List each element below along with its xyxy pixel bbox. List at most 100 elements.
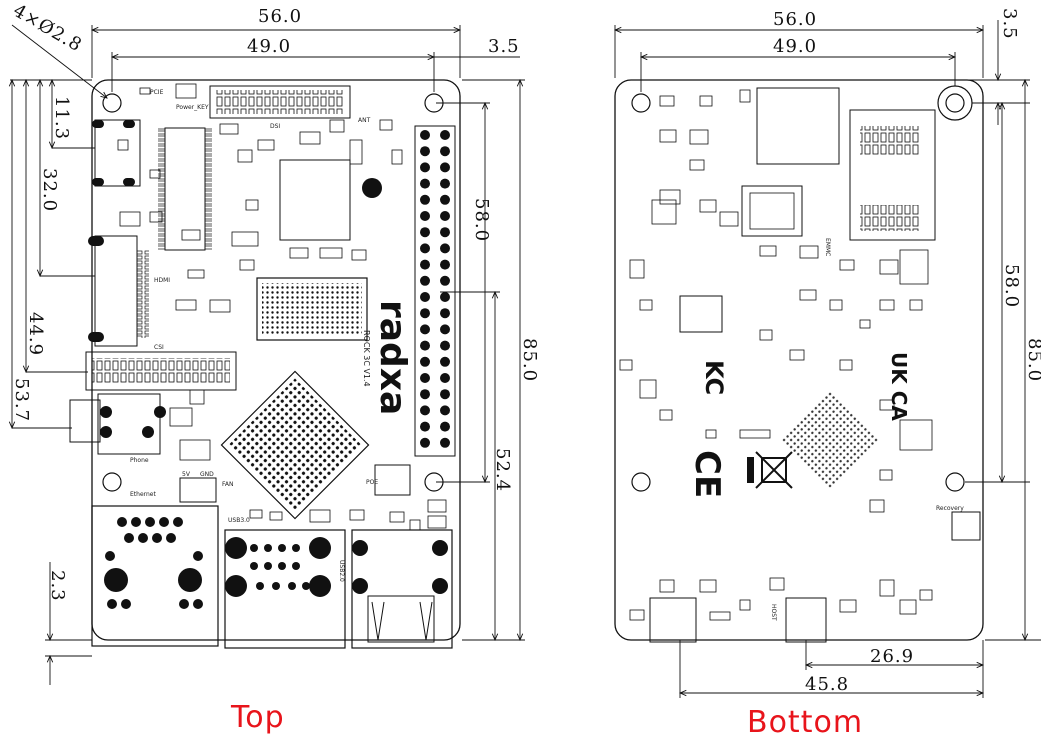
- gpio-pin: [420, 146, 430, 157]
- smd-component: [619, 359, 633, 371]
- smd-component: [629, 609, 645, 621]
- smd-component: [289, 247, 309, 259]
- smd-component: [829, 299, 843, 311]
- gpio-pin: [440, 405, 450, 416]
- dim-bottom-hole-span: 49.0: [773, 36, 817, 57]
- smd-component: [351, 249, 367, 261]
- smd-component: [309, 509, 331, 523]
- gpio-pin: [420, 259, 430, 270]
- gpio-pin: [420, 194, 430, 205]
- gpio-pin: [440, 373, 450, 383]
- dim-top-hole-dia: 4×Ø2.8: [10, 0, 86, 56]
- gpio-pin: [440, 340, 450, 351]
- weee-icon: [747, 451, 793, 489]
- fan-header: [179, 477, 217, 503]
- dim-top-d4: 53.7: [11, 378, 32, 422]
- gpio-pin: [420, 130, 430, 140]
- silk-emmc: EMMC: [824, 238, 831, 256]
- emmc-connector: [849, 109, 936, 241]
- dim-top-d6: 52.4: [492, 448, 513, 492]
- smd-component: [349, 139, 363, 165]
- silk-5v: 5V: [182, 471, 191, 478]
- smd-component: [189, 389, 205, 405]
- dim-bottom-width: 56.0: [773, 9, 817, 30]
- usb2-port: [351, 529, 453, 649]
- silk-phone: Phone: [130, 457, 149, 464]
- smd-component: [699, 95, 713, 107]
- gpio-pin: [440, 178, 450, 189]
- soc-chip: [220, 370, 370, 520]
- logo-kc: KC: [700, 360, 728, 395]
- smd-component: [659, 129, 677, 143]
- ram-chip: [256, 277, 368, 341]
- smd-component: [879, 299, 895, 311]
- usb3-pin: [278, 544, 286, 552]
- gpio-pin: [420, 292, 430, 302]
- smd-component: [769, 577, 785, 591]
- smd-component: [237, 149, 253, 163]
- smd-component: [909, 299, 923, 311]
- usb3-pin: [250, 544, 258, 552]
- top-view: radxa ROCK 3C V1.4: [10, 0, 540, 685]
- dim-bottom-length: 85.0: [1024, 338, 1041, 382]
- silk-recovery: Recovery: [936, 505, 964, 512]
- dim-bottom-hole-offset: 3.5: [999, 8, 1020, 40]
- gpio-pin: [440, 162, 450, 173]
- usbc-power: [92, 119, 141, 187]
- dim-top-hole-span: 49.0: [247, 36, 291, 57]
- gpio-pin: [440, 146, 450, 157]
- usb3-pin: [250, 562, 258, 570]
- smd-component: [719, 211, 739, 227]
- smd-component: [689, 159, 705, 171]
- logo-ukca: UK CA: [887, 352, 911, 421]
- smd-component: [175, 299, 197, 311]
- poe-header: [374, 464, 411, 496]
- smd-component: [639, 379, 657, 399]
- smd-component: [879, 399, 895, 411]
- gpio-pin: [420, 324, 430, 335]
- smd-component: [839, 359, 853, 371]
- smd-component: [245, 199, 259, 211]
- gpio-pin: [440, 211, 450, 221]
- smd-component: [639, 299, 653, 311]
- usb3-pin: [264, 562, 272, 570]
- smd-component: [149, 211, 163, 223]
- smd-component: [119, 211, 141, 227]
- smd-component: [629, 259, 645, 279]
- smd-component: [659, 579, 675, 593]
- smd-component: [175, 83, 197, 99]
- gpio-pin: [440, 389, 450, 400]
- smd-component: [839, 259, 855, 271]
- silk-host: HOST: [770, 604, 777, 621]
- smd-component: [799, 245, 819, 259]
- smd-component: [427, 515, 447, 529]
- bottom-bga: [780, 390, 880, 490]
- caption-top: Top: [231, 700, 285, 735]
- gpio-pin: [420, 308, 430, 319]
- bottom-chip-1: [741, 185, 803, 237]
- gpio-pin: [420, 340, 430, 351]
- gpio-pin: [420, 421, 430, 432]
- dim-top-d3: 44.9: [25, 312, 46, 356]
- smd-component: [181, 229, 201, 241]
- gpio-pin: [420, 211, 430, 221]
- usb3-pin: [292, 544, 300, 552]
- gpio-pin: [420, 178, 430, 189]
- gpio-pin: [440, 130, 450, 140]
- silk-usb30: USB3.0: [228, 517, 250, 524]
- smd-component: [179, 439, 211, 461]
- smd-component: [869, 499, 885, 513]
- smd-component: [839, 599, 857, 613]
- smd-component: [389, 511, 405, 523]
- smd-component: [739, 599, 751, 611]
- gpio-pin: [420, 405, 430, 416]
- gpio-pin: [440, 421, 450, 432]
- caption-bottom: Bottom: [747, 705, 864, 740]
- smd-component: [699, 579, 717, 593]
- gpio-pin: [440, 308, 450, 319]
- gpio-pin: [420, 162, 430, 173]
- dim-bottom-d8: 45.8: [805, 674, 849, 695]
- smd-component: [739, 429, 771, 439]
- smd-component: [379, 119, 393, 131]
